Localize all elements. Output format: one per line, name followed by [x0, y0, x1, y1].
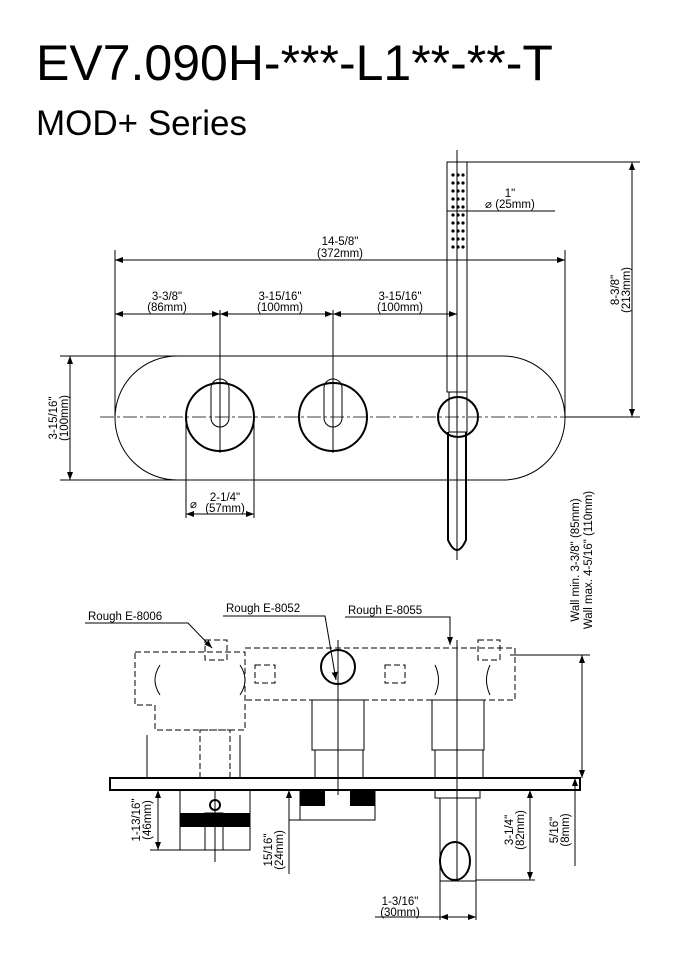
series-subtitle: MOD+ Series — [36, 104, 248, 143]
handle-side — [179, 789, 251, 862]
knob-projection-mm: (24mm) — [274, 830, 286, 870]
second-to-third-mm: (100mm) — [377, 302, 423, 314]
plate-height-in: 3-15/16" — [48, 396, 60, 439]
spout-side — [434, 789, 481, 882]
first-to-second-in: 3-15/16" — [258, 291, 301, 303]
spout-projection-mm: (82mm) — [515, 810, 527, 850]
plate-height-mm: (100mm) — [59, 395, 71, 441]
spout-diameter-mm: (30mm) — [380, 907, 420, 919]
rough-valve-body — [245, 647, 516, 701]
plate-thickness-mm: (8mm) — [560, 813, 572, 846]
side-view: Wall min. 3-3/8" (85mm) Wall max. 4-5/16… — [85, 491, 595, 920]
wall-min-label: Wall min. 3-3/8" (85mm) — [570, 498, 582, 621]
spout-projection-in: 3-1/4" — [504, 815, 516, 845]
rough-label-e8055: Rough E-8055 — [348, 605, 422, 617]
handshower-diameter-mm: (25mm) — [495, 199, 535, 211]
rough-label-e8052: Rough E-8052 — [226, 603, 300, 615]
handshower-diameter-in: 1" — [505, 188, 515, 200]
spout-diameter-in: 1-3/16" — [382, 896, 419, 908]
diameter-symbol: ⌀ — [190, 499, 197, 511]
diverter-cartridge — [431, 699, 485, 751]
rough-valve-e8006 — [134, 651, 246, 731]
handle-projection-in: 1-13/16" — [131, 798, 143, 841]
handshower-height-in: 8-3/8" — [610, 275, 622, 305]
handshower — [437, 150, 479, 560]
wall-max-label: Wall max. 4-5/16" (110mm) — [583, 491, 595, 629]
overall-width-mm: (372mm) — [317, 248, 363, 260]
front-view: 14-5/8" (372mm) 3-3/8" (86mm) 3-15/16" (… — [48, 150, 640, 560]
second-to-third-in: 3-15/16" — [378, 291, 421, 303]
edge-to-first-in: 3-3/8" — [152, 291, 182, 303]
rough-label-e8006: Rough E-8006 — [88, 611, 162, 623]
knob-projection-in: 15/16" — [263, 834, 275, 867]
handle-diameter-mm: (57mm) — [205, 503, 245, 515]
first-to-second-mm: (100mm) — [257, 302, 303, 314]
edge-to-first-mm: (86mm) — [147, 302, 187, 314]
trim-plate — [114, 355, 566, 481]
handle-projection-mm: (46mm) — [142, 800, 154, 840]
handle-center — [298, 310, 368, 453]
handshower-height-mm: (213mm) — [621, 267, 633, 313]
knob-side — [299, 789, 376, 821]
handle-left — [185, 310, 255, 453]
wall-plate — [109, 777, 581, 791]
model-number-title: EV7.090H-***-L1**-**-T — [36, 35, 553, 91]
plate-thickness-in: 5/16" — [549, 817, 561, 843]
overall-width-in: 14-5/8" — [322, 236, 359, 248]
diameter-symbol: ⌀ — [485, 199, 492, 211]
handle-diameter-in: 2-1/4" — [210, 492, 240, 504]
